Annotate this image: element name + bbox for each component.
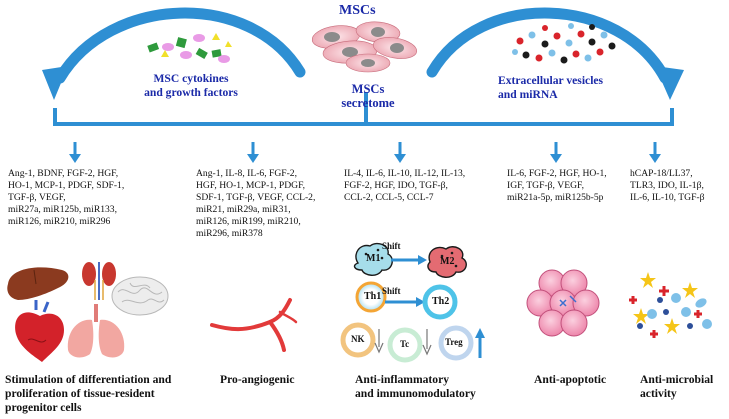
vesicles-label: Extracellular vesicles and miRNA	[498, 74, 604, 101]
m1-label: M1	[366, 253, 381, 264]
th2-label: Th2	[432, 296, 450, 307]
factor-list-angiogenic: Ang-1, IL-8, IL-6, FGF-2, HGF, HO-1, MCP…	[196, 168, 316, 240]
brain-icon	[111, 276, 169, 316]
down-arrow-icon	[649, 142, 661, 163]
treg-cell-icon	[438, 325, 474, 361]
lungs-icon	[67, 304, 125, 358]
msc-cells-icon	[311, 21, 418, 73]
th2-cell-icon	[422, 284, 458, 320]
tc-cell-icon	[387, 327, 423, 363]
apoptotic-cells-icon	[526, 269, 600, 337]
down-arrow-icon	[394, 142, 406, 163]
nk-label: NK	[351, 334, 365, 344]
treg-label: Treg	[445, 337, 463, 347]
left-curved-arrow	[42, 7, 306, 100]
outcome-antiapoptotic: Anti-apoptotic	[534, 373, 607, 386]
shift-label-macrophage: Shift	[382, 241, 401, 251]
distribution-bracket	[53, 92, 674, 126]
extracellular-vesicles-icon	[512, 23, 616, 64]
outcome-regeneration: Stimulation of differentiation and proli…	[5, 373, 172, 414]
microbes-icon	[629, 272, 712, 338]
column-arrows	[69, 142, 661, 163]
down-arrow-icon	[247, 142, 259, 163]
right-curved-arrow	[426, 7, 684, 100]
factor-list-antimicrobial: hCAP-18/LL37, TLR3, IDO, IL-1β, IL-6, IL…	[630, 168, 705, 204]
secretome-label: MSCs secretome	[341, 82, 395, 110]
m2-macrophage-icon	[427, 246, 467, 278]
m2-label: M2	[440, 256, 455, 267]
down-outline-arrow-icon	[422, 329, 432, 356]
down-outline-arrow-icon	[374, 329, 384, 354]
outcome-antimicrobial: Anti-microbial activity	[640, 373, 714, 400]
th1-label: Th1	[364, 291, 382, 302]
up-arrow-icon	[475, 328, 485, 358]
factor-list-regeneration: Ang-1, BDNF, FGF-2, HGF, HO-1, MCP-1, PD…	[8, 168, 125, 228]
kidneys-icon	[82, 262, 116, 300]
nk-cell-icon	[340, 322, 376, 358]
cytokines-label: MSC cytokines and growth factors	[144, 72, 238, 99]
liver-icon	[7, 267, 69, 300]
shift-arrow-icon	[385, 297, 425, 307]
outcome-immunomodulatory: Anti-inflammatory and immunomodulatory	[355, 373, 476, 400]
shift-arrow-icon	[391, 255, 427, 265]
down-arrow-icon	[550, 142, 562, 163]
shift-label-th: Shift	[382, 286, 401, 296]
th1-cell-icon	[355, 281, 387, 313]
blood-vessel-icon	[210, 298, 298, 352]
tc-label: Tc	[400, 339, 410, 349]
cytokine-shapes-icon	[147, 33, 232, 63]
outcome-angiogenic: Pro-angiogenic	[220, 373, 295, 386]
factor-list-immunomodulatory: IL-4, IL-6, IL-10, IL-12, IL-13, FGF-2, …	[344, 168, 466, 204]
msc-title: MSCs	[339, 3, 376, 18]
factor-list-antiapoptotic: IL-6, FGF-2, HGF, HO-1, IGF, TGF-β, VEGF…	[507, 168, 607, 204]
down-arrow-icon	[69, 142, 81, 163]
m1-macrophage-icon	[353, 242, 393, 276]
heart-icon	[15, 300, 64, 362]
